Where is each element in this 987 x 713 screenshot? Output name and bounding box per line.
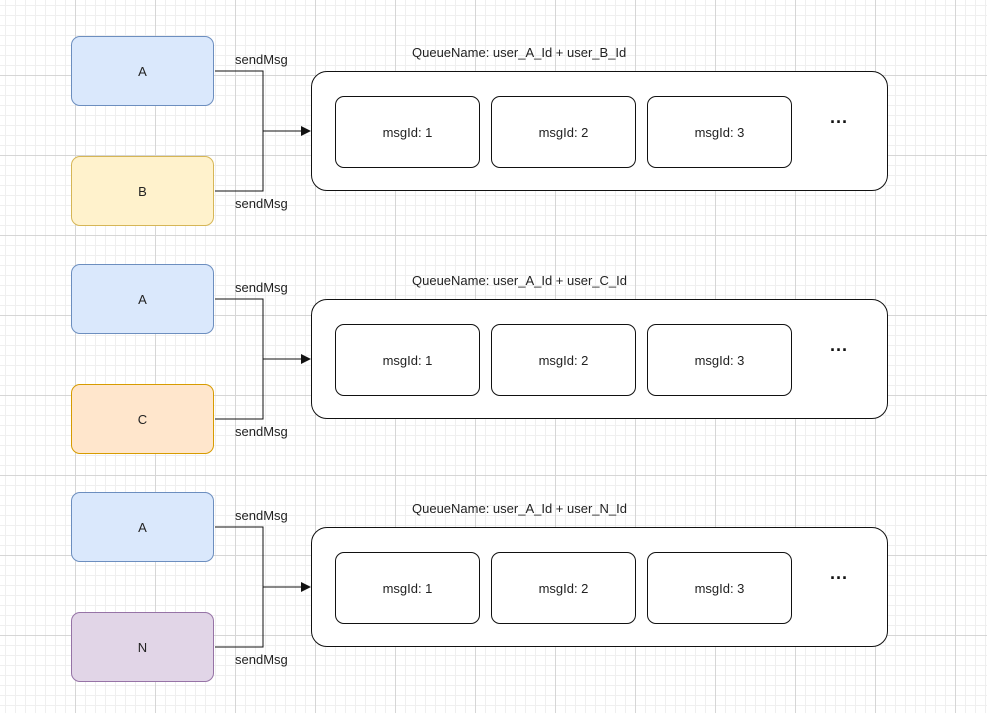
message-item: msgId: 1 — [335, 96, 480, 168]
arrow-head-icon — [301, 354, 311, 364]
message-item: msgId: 3 — [647, 324, 792, 396]
send-connector — [215, 298, 311, 420]
sender-node-bottom: B — [71, 156, 214, 226]
more-messages-ellipsis: ··· — [830, 340, 848, 360]
more-messages-ellipsis: ··· — [830, 568, 848, 588]
message-queue: msgId: 1 msgId: 2 msgId: 3 ··· — [311, 527, 888, 647]
send-label-top: sendMsg — [235, 280, 288, 295]
message-item: msgId: 2 — [491, 324, 636, 396]
sender-node-bottom: N — [71, 612, 214, 682]
arrow-head-icon — [301, 582, 311, 592]
send-label-top: sendMsg — [235, 52, 288, 67]
message-item: msgId: 1 — [335, 324, 480, 396]
sender-node-bottom: C — [71, 384, 214, 454]
send-label-top: sendMsg — [235, 508, 288, 523]
message-item: msgId: 1 — [335, 552, 480, 624]
send-connector — [215, 70, 311, 192]
arrow-head-icon — [301, 126, 311, 136]
send-connector — [215, 526, 311, 648]
queue-group-a-n: A N sendMsg sendMsg QueueName: user_A_Id… — [0, 456, 987, 684]
message-queue: msgId: 1 msgId: 2 msgId: 3 ··· — [311, 299, 888, 419]
message-item: msgId: 3 — [647, 96, 792, 168]
send-label-bottom: sendMsg — [235, 652, 288, 667]
message-item: msgId: 2 — [491, 96, 636, 168]
queue-name-label: QueueName: user_A_Id + user_N_Id — [412, 501, 627, 516]
sender-node-top: A — [71, 492, 214, 562]
more-messages-ellipsis: ··· — [830, 112, 848, 132]
message-item: msgId: 2 — [491, 552, 636, 624]
queue-name-label: QueueName: user_A_Id + user_C_Id — [412, 273, 627, 288]
sender-node-top: A — [71, 36, 214, 106]
message-item: msgId: 3 — [647, 552, 792, 624]
sender-node-top: A — [71, 264, 214, 334]
send-label-bottom: sendMsg — [235, 196, 288, 211]
queue-name-label: QueueName: user_A_Id + user_B_Id — [412, 45, 627, 60]
send-label-bottom: sendMsg — [235, 424, 288, 439]
queue-group-a-b: A B sendMsg sendMsg QueueName: user_A_Id… — [0, 0, 987, 228]
message-queue: msgId: 1 msgId: 2 msgId: 3 ··· — [311, 71, 888, 191]
queue-group-a-c: A C sendMsg sendMsg QueueName: user_A_Id… — [0, 228, 987, 456]
